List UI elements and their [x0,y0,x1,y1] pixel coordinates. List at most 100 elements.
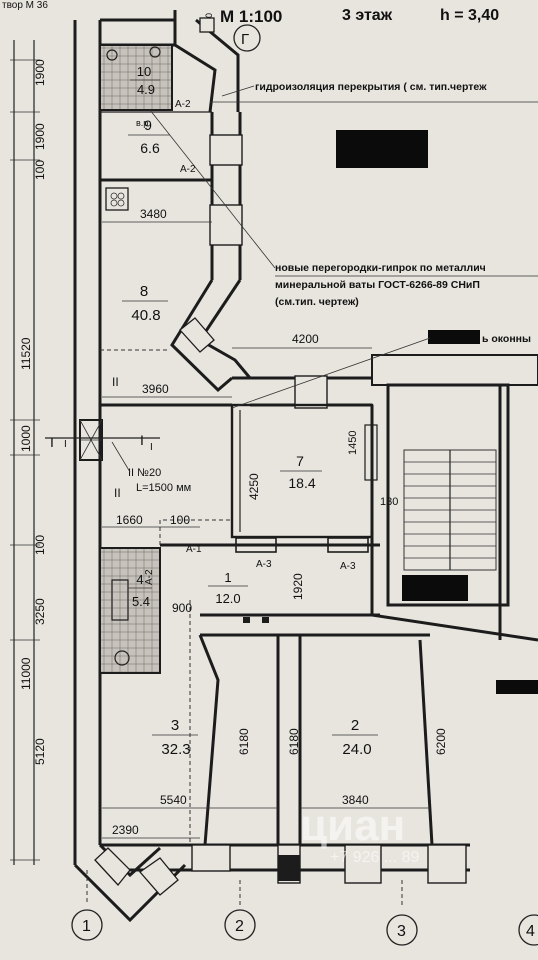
dim-3960: 3960 [142,382,169,396]
room-area: 5.4 [132,594,150,609]
room-10: 10 4.9 [130,64,160,97]
node-marks: А-2 А-2 А-2 А-1 А-3 А-3 в.р II II I I I … [45,99,356,585]
room-number: 7 [296,453,304,469]
room-9: 9 6.6 [128,117,170,156]
axis-4: 4 [518,914,538,946]
room-4: 4 5.4 [128,572,152,609]
watermark: циан +7 926 ... 89 [300,801,420,866]
room-1: 1 12.0 [208,570,248,606]
section-1-left-small: I [64,439,67,450]
room-10-tiles [99,44,173,111]
corner-note: твор М 36 [2,0,48,11]
mark-a2-1: А-2 [175,99,191,110]
note-window: ь оконны [482,333,531,345]
section-2-top: II [112,375,119,389]
dim-900: 900 [172,601,192,615]
note-partitions-3: (см.тип. чертеж) [275,296,359,308]
dim-4250: 4250 [247,473,261,500]
dim-100: 100 [33,160,47,180]
room-area: 18.4 [288,475,315,491]
mark-a1: А-1 [186,544,202,555]
axis-markers: 1 2 3 4 [71,870,538,946]
dim-6180-a: 6180 [237,728,251,755]
note-partitions-2: минеральной ваты ГОСТ-6266-89 СНиП [275,279,480,291]
axis-g-marker [233,24,261,52]
dim-1900-a: 1900 [33,59,47,86]
room-number: 4 [136,572,143,587]
room-number: 3 [171,717,179,734]
dim-100-c: 100 [170,513,190,527]
room-area: 24.0 [342,741,371,758]
svg-text:3: 3 [397,923,406,940]
windows [94,17,467,896]
scale-label: М 1:100 [220,7,282,26]
svg-text:1: 1 [82,918,91,935]
dim-11000: 11000 [19,657,33,690]
stove-fixture [105,187,129,211]
interior-dimensions: 3480 4200 3960 1450 4250 130 1660 100 19… [102,207,448,839]
section-2-bottom: II [114,486,121,500]
dim-4200: 4200 [292,332,319,346]
beam-spec: II №20 [128,467,161,479]
dim-1450: 1450 [347,431,359,455]
dim-130: 130 [380,496,398,508]
room-number: 1 [224,570,231,585]
dim-2390: 2390 [112,823,139,837]
note-partitions-1: новые перегородки-гипрок по металлич [275,262,486,274]
room-7: 7 18.4 [280,453,322,491]
axis-3: 3 [386,914,418,946]
floor-label: 3 этаж [342,7,393,24]
svg-text:4: 4 [526,923,535,940]
dim-1920: 1920 [291,573,305,600]
dim-3480: 3480 [140,207,167,221]
dim-1660: 1660 [116,513,143,527]
dim-11520: 11520 [19,337,33,370]
axis-g-label: Г [241,31,249,48]
room-number: 8 [140,283,148,300]
room-labels: 10 4.9 9 6.6 8 40.8 7 18.4 1 12.0 4 5.4 [122,64,378,758]
plan-header: твор М 36 М 1:100 3 этаж h = 3,40 Г 250 [2,0,499,52]
left-dimension-chain: 1900 1900 100 11520 1000 100 3250 11000 … [10,40,47,865]
dim-6200: 6200 [434,728,448,755]
mark-a3-2: А-3 [340,561,356,572]
section-1-right-small: I [150,442,153,453]
dim-1900-b: 1900 [33,123,47,150]
mark-a2-2: А-2 [180,164,196,175]
mark-a3-1: А-3 [256,559,272,570]
mark-a2-3: А-2 [144,569,155,585]
redaction-blocks [336,130,538,694]
room-3: 3 32.3 [152,717,198,758]
axis-2: 2 [224,909,256,941]
interior-partitions [79,44,538,881]
room-4-tiles [99,547,161,674]
room-area: 32.3 [161,741,190,758]
section-1-left: I [50,434,54,450]
beam-length: L=1500 мм [136,482,191,494]
room-number: 9 [144,117,152,133]
mark-vr: в.р [136,118,148,128]
dim-5120: 5120 [33,738,47,765]
room-area: 4.9 [137,82,155,97]
watermark-phone: +7 926 ... 89 [330,849,420,866]
dim-100-b: 100 [33,535,47,555]
dim-3840: 3840 [342,793,369,807]
note-waterproofing: гидроизоляция перекрытия ( см. тип.черте… [255,81,487,93]
room-area: 6.6 [140,140,160,156]
room-area: 40.8 [131,307,160,324]
dim-6180-b: 6180 [287,728,301,755]
dim-5540: 5540 [160,793,187,807]
section-1-right: I [140,432,144,448]
room-2: 2 24.0 [332,717,378,758]
dim-3250: 3250 [33,598,47,625]
room-number: 2 [351,717,359,734]
plan-notes: гидроизоляция перекрытия ( см. тип.черте… [149,81,538,409]
svg-text:2: 2 [235,918,244,935]
height-label: h = 3,40 [440,7,499,24]
room-number: 10 [137,64,151,79]
room-area: 12.0 [215,591,240,606]
axis-1: 1 [71,909,103,941]
dim-1000: 1000 [19,425,33,452]
watermark-brand: циан [300,801,405,850]
